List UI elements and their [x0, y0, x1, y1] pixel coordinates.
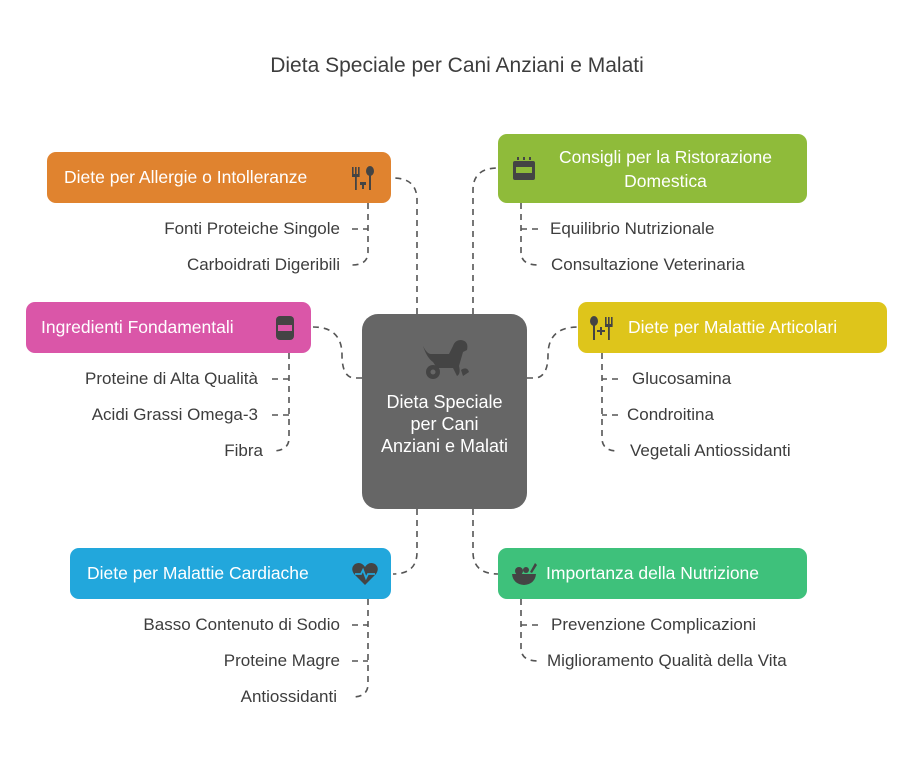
- center-node: Dieta Speciale per Cani Anziani e Malati: [362, 314, 527, 509]
- list-item: Antiossidanti: [240, 687, 337, 706]
- list-item: Prevenzione Complicazioni: [551, 615, 757, 634]
- branch-label: Consigli per la Ristorazione Domestica: [558, 146, 773, 191]
- center-label: Dieta Speciale per Cani Anziani e Malati: [380, 392, 509, 456]
- list-item: Fibra: [224, 441, 263, 460]
- list-item: Carboidrati Digeribili: [186, 255, 340, 274]
- fork-spoon-icon: [352, 165, 374, 190]
- branch-nutrizione: Importanza della Nutrizione: [498, 548, 807, 599]
- list-item: Vegetali Antiossidanti: [630, 441, 791, 460]
- branch-label: Diete per Malattie Cardiache: [87, 563, 309, 583]
- can-icon: [276, 315, 294, 340]
- branch-allergie: Diete per Allergie o Intolleranze: [47, 152, 391, 203]
- list-item: Equilibrio Nutrizionale: [550, 219, 715, 238]
- diagram-title: Dieta Speciale per Cani Anziani e Malati: [270, 54, 644, 77]
- list-item: Proteine Magre: [223, 651, 340, 670]
- branch-label: Importanza della Nutrizione: [546, 563, 760, 583]
- list-item: Acidi Grassi Omega-3: [91, 405, 258, 424]
- branch-cardiache: Diete per Malattie Cardiache: [70, 548, 391, 599]
- list-item: Proteine di Alta Qualità: [85, 369, 258, 388]
- list-item: Condroitina: [627, 405, 714, 424]
- stove-icon: [513, 156, 535, 180]
- branch-ristorazione: Consigli per la Ristorazione Domestica: [498, 134, 807, 203]
- heart-pulse-icon: [352, 562, 378, 585]
- branch-ingredienti: Ingredienti Fondamentali: [26, 302, 311, 353]
- branch-label: Diete per Malattie Articolari: [628, 317, 838, 337]
- salad-bowl-icon: [512, 562, 537, 585]
- branch-articolari: Diete per Malattie Articolari: [578, 302, 887, 353]
- branch-label: Diete per Allergie o Intolleranze: [64, 167, 308, 187]
- list-item: Consultazione Veterinaria: [551, 255, 745, 274]
- list-item: Fonti Proteiche Singole: [164, 219, 340, 238]
- spoon-fork-icon: [590, 315, 613, 340]
- list-item: Glucosamina: [632, 369, 732, 388]
- list-item: Miglioramento Qualità della Vita: [547, 651, 787, 670]
- list-item: Basso Contenuto di Sodio: [143, 615, 340, 634]
- dog-wheelchair-icon: [422, 340, 469, 379]
- branch-label: Ingredienti Fondamentali: [41, 317, 234, 337]
